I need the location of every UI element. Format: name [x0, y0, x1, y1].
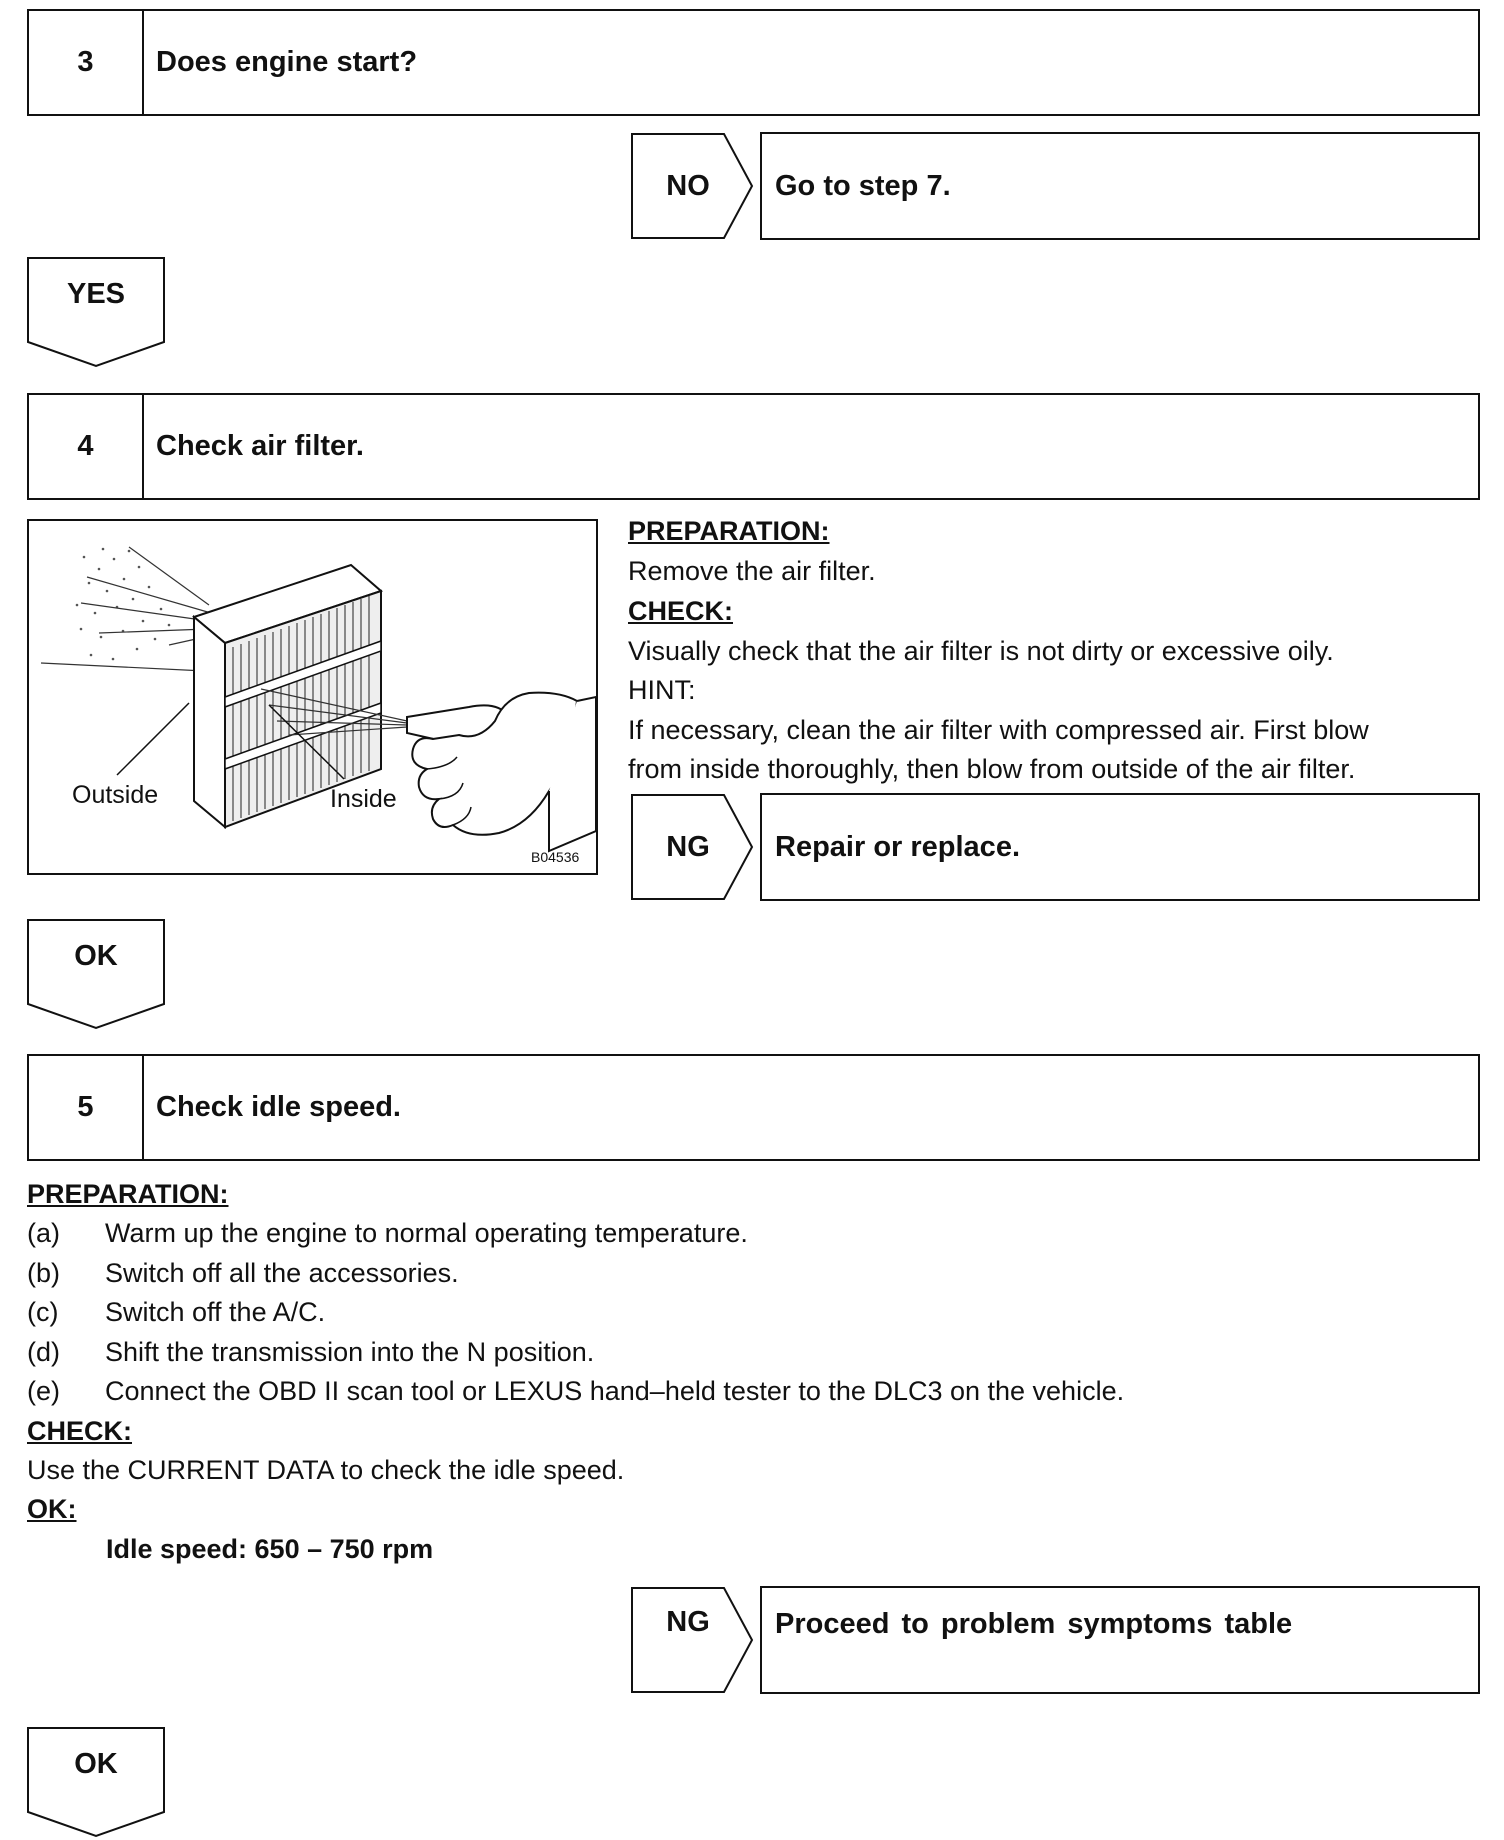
step-5-title: Check idle speed. [156, 1091, 401, 1123]
step-3-number: 3 [29, 11, 144, 114]
step-5-ng-label: NG [666, 1605, 710, 1638]
step-4-ok-label: OK [74, 939, 118, 972]
step-4-ok-arrow [27, 919, 165, 1030]
step-4-hint-line-2: from inside thoroughly, then blow from o… [628, 754, 1356, 784]
step-5-preparation-heading: PREPARATION: [27, 1179, 229, 1209]
list-marker: (e) [27, 1376, 60, 1406]
step-4-ng-result: Repair or replace. [760, 793, 1480, 901]
step-3-no-result: Go to step 7. [760, 132, 1480, 240]
step-4-check-text: Visually check that the air filter is no… [628, 636, 1334, 666]
step-5-check-text: Use the CURRENT DATA to check the idle s… [27, 1455, 625, 1485]
step-5-preparation-list: (a) Warm up the engine to normal operati… [27, 1214, 1467, 1412]
step-4-ng-arrow [631, 794, 754, 900]
step-4-ng-label: NG [666, 830, 710, 863]
step-4-preparation-heading: PREPARATION: [628, 516, 830, 546]
figure-code: B04536 [531, 849, 580, 865]
step-4-header: 4 Check air filter. [27, 393, 1480, 500]
step-5-ok-spec: Idle speed: 650 – 750 rpm [106, 1534, 434, 1564]
step-5-check-heading: CHECK: [27, 1416, 132, 1446]
step-5-ng-result: Proceed to problem symptoms table [760, 1586, 1480, 1694]
figure-label-outside: Outside [72, 781, 159, 809]
step-5-ok-label: OK [74, 1747, 118, 1780]
list-marker: (b) [27, 1257, 60, 1288]
step-4-hint-label: HINT: [628, 675, 696, 705]
step-5-ok-arrow [27, 1727, 165, 1838]
air-filter-illustration [40, 546, 596, 853]
list-text: Switch off the A/C. [105, 1297, 326, 1327]
step-4-check-heading: CHECK: [628, 596, 733, 626]
step-3-no-label: NO [666, 169, 710, 202]
list-marker: (a) [27, 1218, 60, 1248]
list-item: (c) Switch off the A/C. [27, 1293, 1467, 1333]
step-3-no-arrow [631, 133, 754, 239]
step-5-number: 5 [29, 1056, 144, 1159]
list-marker: (c) [27, 1297, 59, 1327]
list-marker: (d) [27, 1336, 60, 1367]
step-3-yes-label: YES [66, 277, 126, 310]
step-5-ok-heading: OK: [27, 1494, 77, 1524]
list-text: Connect the OBD II scan tool or LEXUS ha… [105, 1376, 1125, 1406]
step-3-header: 3 Does engine start? [27, 9, 1480, 116]
step-3-yes-arrow [27, 257, 165, 368]
list-text: Switch off all the accessories. [105, 1257, 459, 1288]
step-4-title: Check air filter. [156, 430, 364, 462]
list-item: (d) Shift the transmission into the N po… [27, 1333, 1467, 1373]
step-5-header: 5 Check idle speed. [27, 1054, 1480, 1161]
list-text: Shift the transmission into the N positi… [105, 1336, 595, 1367]
air-filter-figure: Outside Inside B04536 [27, 519, 598, 875]
figure-label-inside: Inside [330, 785, 397, 813]
list-item: (b) Switch off all the accessories. [27, 1254, 1467, 1294]
step-5-ng-arrow [631, 1587, 754, 1693]
list-item: (e) Connect the OBD II scan tool or LEXU… [27, 1372, 1467, 1412]
step-3-title: Does engine start? [156, 46, 418, 78]
list-text: Warm up the engine to normal operating t… [105, 1218, 748, 1248]
list-item: (a) Warm up the engine to normal operati… [27, 1214, 1467, 1254]
step-4-number: 4 [29, 395, 144, 498]
step-4-preparation-text: Remove the air filter. [628, 556, 876, 586]
step-4-hint-line-1: If necessary, clean the air filter with … [628, 715, 1369, 745]
